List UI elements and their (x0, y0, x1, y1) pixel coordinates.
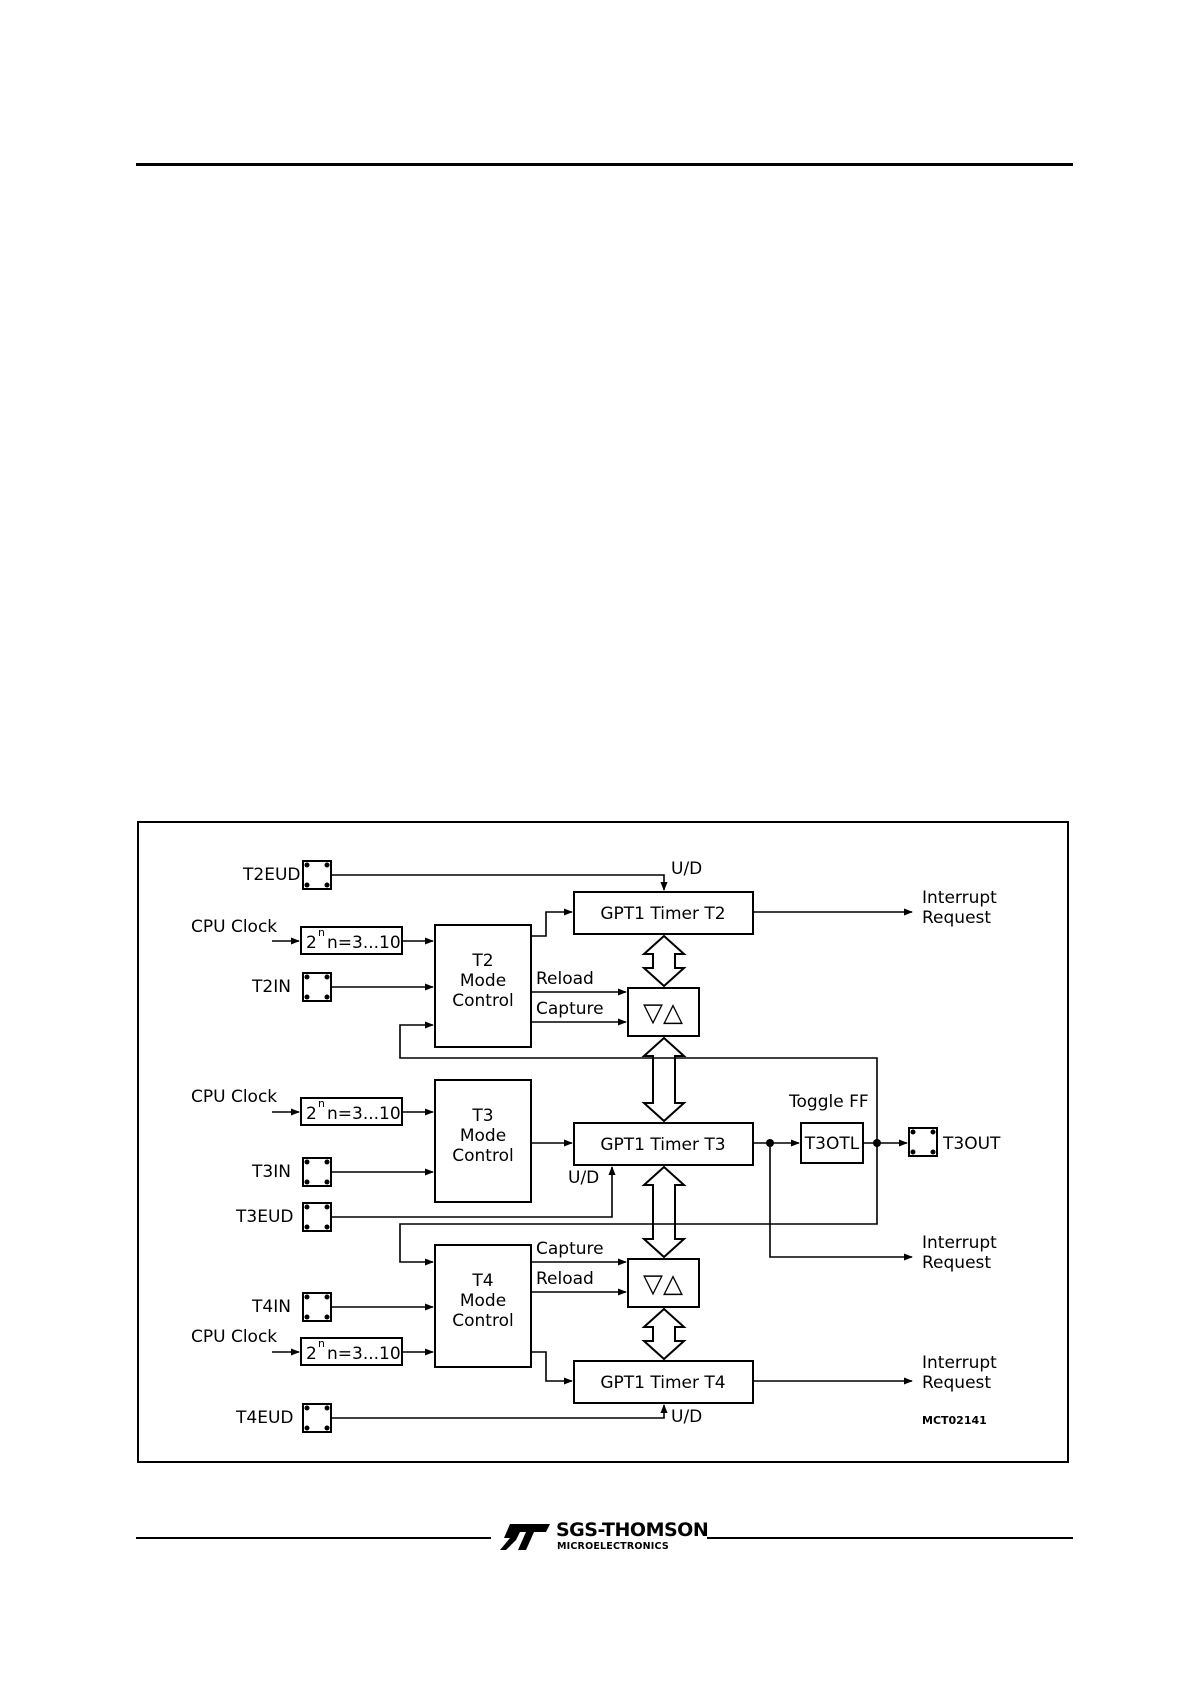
t3otl-feedback-t2 (399, 1021, 878, 1143)
t4in-label: T4IN (251, 1297, 291, 1317)
t4eud-line (331, 1404, 668, 1419)
t3eud-label: T3EUD (235, 1207, 293, 1227)
t2in-label: T2IN (251, 977, 291, 997)
t2eud-line (331, 874, 668, 891)
t2-reload-label: Reload (536, 969, 594, 989)
t3out-label: T3OUT (942, 1134, 1001, 1154)
t3-interrupt-label-2: Request (922, 1253, 991, 1273)
t2-mode-line2: Mode (460, 971, 506, 991)
t4-mode-line2: Mode (460, 1291, 506, 1311)
t3eud-line (331, 1166, 616, 1218)
t2-ud-label: U/D (671, 859, 702, 879)
company-name: SGS-THOMSON (556, 1519, 709, 1541)
t2-reload-capture-register (627, 987, 700, 1037)
prescaler-t2-exp: n (318, 926, 325, 939)
cpu-clock-label-t2: CPU Clock (191, 917, 277, 937)
cpu-clock-label-t4: CPU Clock (191, 1327, 277, 1347)
t2eud-label: T2EUD (242, 865, 300, 885)
prescaler-t4-range: n=3...10 (327, 1344, 401, 1364)
prescaler-t2-range: n=3...10 (327, 933, 401, 953)
prescaler-t4-base: 2 (306, 1344, 317, 1364)
t3otl-label: T3OTL (804, 1134, 860, 1154)
t3otl-feedback-t4 (399, 1143, 878, 1266)
t4-ud-label: U/D (671, 1407, 702, 1427)
company-division: MICROELECTRONICS (557, 1541, 669, 1552)
t3in-label: T3IN (251, 1162, 291, 1182)
t3out-pin (908, 1127, 938, 1157)
prescaler-t4-exp: n (318, 1337, 325, 1350)
t4-mode-control-block (434, 1244, 532, 1368)
bus-arrow-register-t4 (641, 1307, 687, 1361)
t2-register-glyph: ▽△ (643, 998, 683, 1028)
timer-t3-label: GPT1 Timer T3 (600, 1135, 725, 1155)
bus-arrow-t2-register (641, 934, 687, 988)
prescaler-t3-range: n=3...10 (327, 1104, 401, 1124)
bus-arrow-t3-register (641, 1165, 687, 1259)
t3-mode-line1: T3 (471, 1106, 493, 1126)
t2-capture-label: Capture (536, 999, 604, 1019)
toggle-ff-label: Toggle FF (788, 1092, 869, 1112)
t4eud-label: T4EUD (235, 1408, 293, 1428)
t4-capture-label: Capture (536, 1239, 604, 1259)
figure-code: MCT02141 (922, 1414, 987, 1427)
t3-mode-line2: Mode (460, 1126, 506, 1146)
bus-arrow-register-t3 (641, 1036, 687, 1123)
cpu-clock-label-t3: CPU Clock (191, 1087, 277, 1107)
t4-interrupt-label-1: Interrupt (922, 1353, 997, 1373)
t3-ud-label: U/D (568, 1168, 599, 1188)
t2-mode-line1: T2 (471, 951, 493, 971)
t4-reload-label: Reload (536, 1269, 594, 1289)
timer-t4-label: GPT1 Timer T4 (600, 1373, 725, 1393)
prescaler-t2-base: 2 (306, 933, 317, 953)
gpt1-timer-t4-block (573, 1360, 754, 1404)
t3-interrupt-label-1: Interrupt (922, 1233, 997, 1253)
t3-mode-control-block (434, 1079, 532, 1203)
prescaler-t3-exp: n (318, 1097, 325, 1110)
t4-mode-to-timer (531, 1351, 573, 1385)
t2-mode-to-timer (531, 908, 573, 937)
diagram-frame (137, 821, 1069, 1463)
t4-reload-capture-register (627, 1258, 700, 1308)
t2-interrupt-label-1: Interrupt (922, 888, 997, 908)
t4-interrupt-label-2: Request (922, 1373, 991, 1393)
t3-interrupt-line (769, 1143, 913, 1261)
t3-mode-line3: Control (452, 1146, 513, 1166)
gpt1-timer-t2-block (573, 891, 754, 935)
prescaler-t3-base: 2 (306, 1104, 317, 1124)
t4-mode-line3: Control (452, 1311, 513, 1331)
t2-mode-line3: Control (452, 991, 513, 1011)
footer-rule-right (707, 1537, 1073, 1539)
header-rule (136, 163, 1073, 166)
pin-dots (304, 862, 936, 1431)
t4-register-glyph: ▽△ (643, 1269, 683, 1299)
t4-mode-line1: T4 (471, 1271, 493, 1291)
footer-rule-left (136, 1537, 491, 1539)
gpt1-timer-t3-block (573, 1122, 754, 1166)
t2-mode-control-block (434, 924, 532, 1048)
st-logo-icon (500, 1524, 550, 1550)
t2-interrupt-label-2: Request (922, 908, 991, 928)
timer-t2-label: GPT1 Timer T2 (600, 904, 725, 924)
